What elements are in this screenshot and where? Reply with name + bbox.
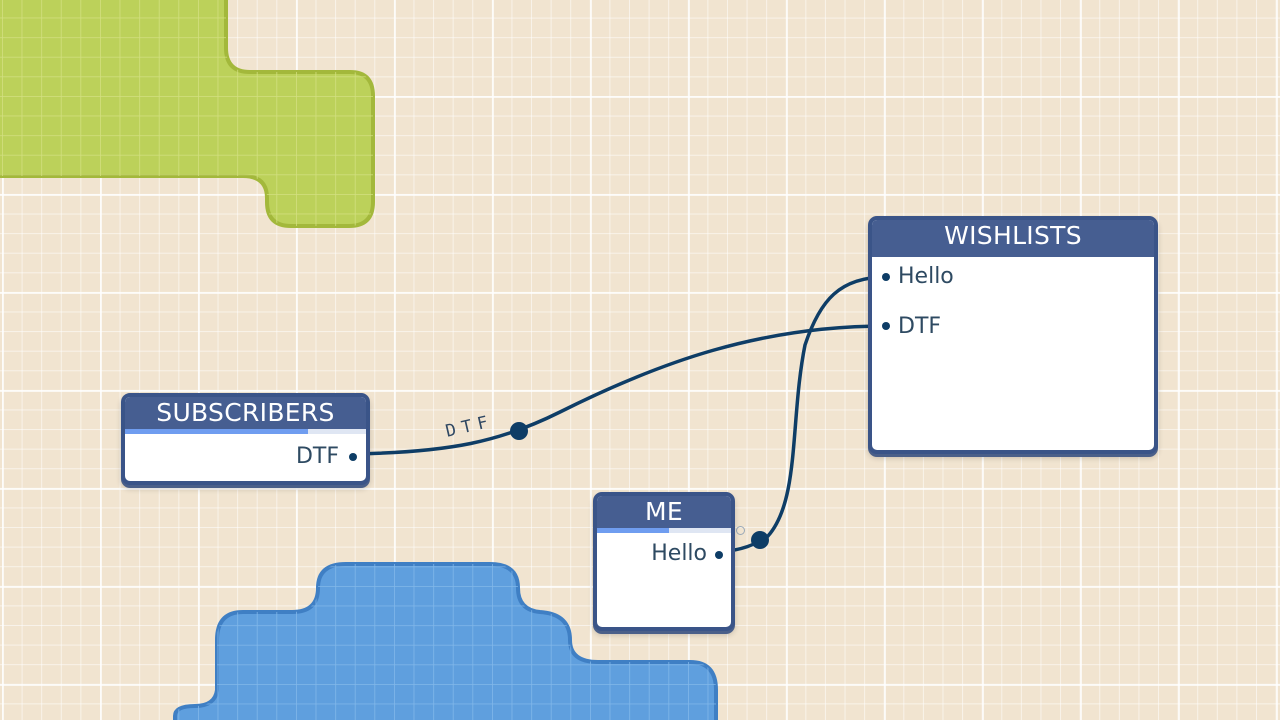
edge-midpoint-handle[interactable] (510, 422, 528, 440)
field-port[interactable] (349, 453, 357, 461)
edge-me-wishlists[interactable] (719, 275, 887, 554)
header-accent-bar (125, 429, 366, 434)
table-me[interactable]: ME Hello (593, 492, 735, 631)
table-title: WISHLISTS (872, 220, 1154, 252)
table-subscribers[interactable]: SUBSCRIBERS DTF (121, 393, 370, 485)
field-port[interactable] (715, 551, 723, 559)
blue-region[interactable] (173, 562, 718, 720)
edge-subscribers-wishlists[interactable] (354, 324, 887, 456)
table-title: SUBSCRIBERS (125, 397, 366, 429)
table-title: ME (597, 496, 731, 528)
field-port[interactable] (882, 273, 890, 281)
header-accent-bar (597, 528, 731, 533)
field-hello[interactable]: Hello (651, 541, 707, 566)
field-port[interactable] (882, 322, 890, 330)
table-wishlists[interactable]: WISHLISTS Hello DTF (868, 216, 1158, 454)
edge-midpoint-handle[interactable] (751, 531, 769, 549)
green-region[interactable] (0, 0, 375, 228)
field-hello[interactable]: Hello (898, 264, 954, 289)
connection-anchor-icon (736, 526, 745, 535)
field-dtf[interactable]: DTF (295, 444, 339, 469)
field-dtf[interactable]: DTF (898, 314, 942, 339)
header-accent-bar (872, 252, 1154, 257)
